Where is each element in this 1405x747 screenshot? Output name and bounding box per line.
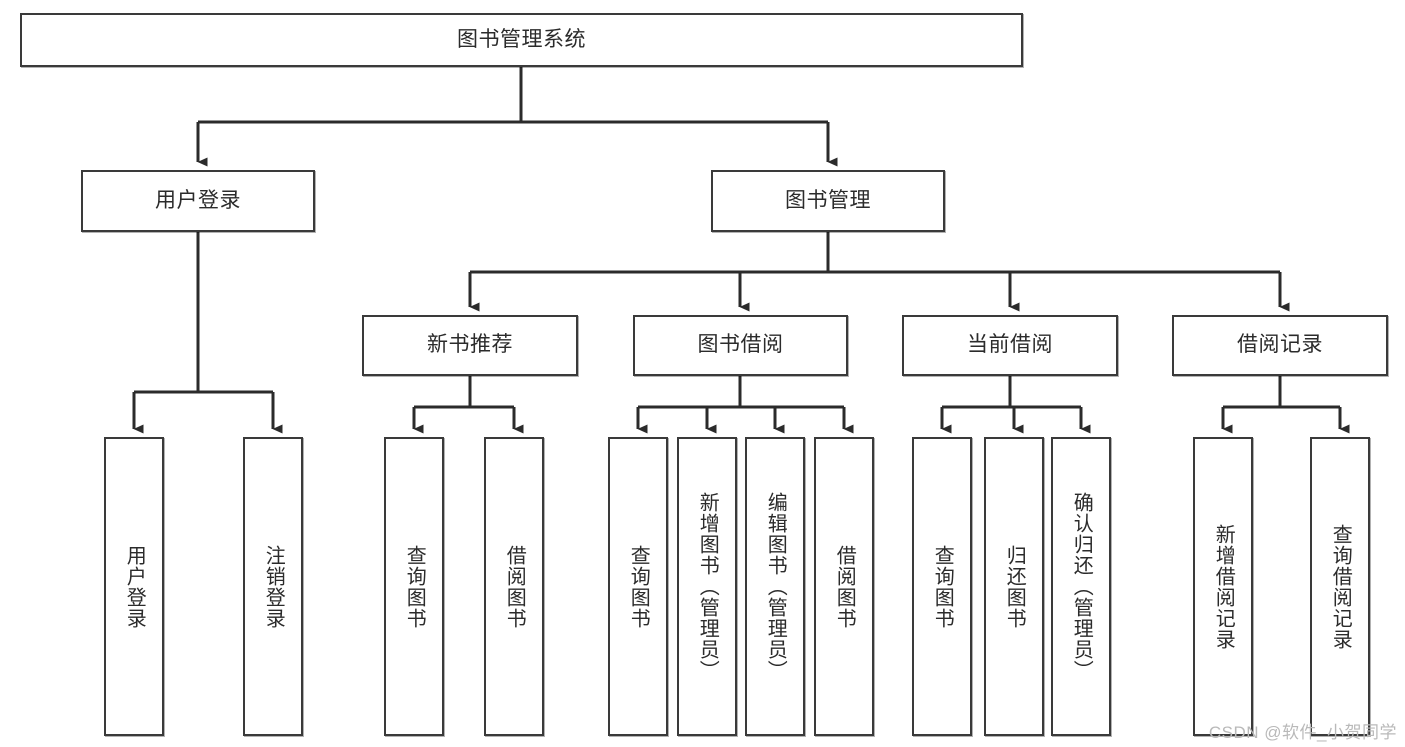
node-label: 查询借阅记录 bbox=[1329, 523, 1352, 650]
node-label: 当前借阅 bbox=[967, 333, 1053, 357]
leaf-node[interactable]: 新增图书（管理员） bbox=[677, 437, 737, 736]
leaf-node[interactable]: 借阅图书 bbox=[814, 437, 874, 736]
leaf-node[interactable]: 查询图书 bbox=[384, 437, 444, 736]
csdn-watermark: CSDN @软件_小贺同学 bbox=[1208, 723, 1397, 742]
node-label: 用户登录 bbox=[123, 544, 146, 629]
node-label: 新增图书（管理员） bbox=[696, 492, 719, 681]
node-label: 图书借阅 bbox=[697, 333, 784, 357]
node-user-login[interactable]: 用户登录 bbox=[81, 170, 315, 232]
node-label: 注销登录 bbox=[262, 544, 285, 629]
leaf-node[interactable]: 查询借阅记录 bbox=[1310, 437, 1370, 736]
leaf-node[interactable]: 查询图书 bbox=[608, 437, 668, 736]
node-label: 查询图书 bbox=[931, 544, 954, 629]
node-borrowing-records[interactable]: 借阅记录 bbox=[1172, 315, 1388, 376]
leaf-node[interactable]: 用户登录 bbox=[104, 437, 164, 736]
node-new-book-recommendation[interactable]: 新书推荐 bbox=[362, 315, 578, 376]
node-label: 查询图书 bbox=[627, 544, 650, 629]
node-book-borrowing[interactable]: 图书借阅 bbox=[633, 315, 848, 376]
leaf-node[interactable]: 编辑图书（管理员） bbox=[745, 437, 805, 736]
leaf-node[interactable]: 归还图书 bbox=[984, 437, 1044, 736]
node-current-borrowing[interactable]: 当前借阅 bbox=[902, 315, 1118, 376]
node-label: 查询图书 bbox=[403, 544, 426, 629]
node-label: 确认归还（管理员） bbox=[1070, 492, 1093, 681]
node-label: 借阅图书 bbox=[833, 544, 856, 629]
leaf-node[interactable]: 新增借阅记录 bbox=[1193, 437, 1253, 736]
node-label: 借阅图书 bbox=[503, 544, 526, 629]
node-label: 图书管理系统 bbox=[457, 27, 586, 51]
node-label: 新书推荐 bbox=[427, 333, 513, 357]
node-label: 归还图书 bbox=[1003, 544, 1026, 629]
leaf-node[interactable]: 注销登录 bbox=[243, 437, 303, 736]
node-label: 图书管理 bbox=[785, 188, 871, 212]
node-label: 用户登录 bbox=[155, 188, 241, 212]
leaf-node[interactable]: 查询图书 bbox=[912, 437, 972, 736]
node-label: 新增借阅记录 bbox=[1212, 523, 1235, 650]
node-book-management[interactable]: 图书管理 bbox=[711, 170, 945, 232]
node-label: 编辑图书（管理员） bbox=[764, 492, 787, 681]
leaf-node[interactable]: 借阅图书 bbox=[484, 437, 544, 736]
node-book-management-system[interactable]: 图书管理系统 bbox=[20, 13, 1023, 67]
leaf-node[interactable]: 确认归还（管理员） bbox=[1051, 437, 1111, 736]
node-label: 借阅记录 bbox=[1237, 333, 1323, 357]
